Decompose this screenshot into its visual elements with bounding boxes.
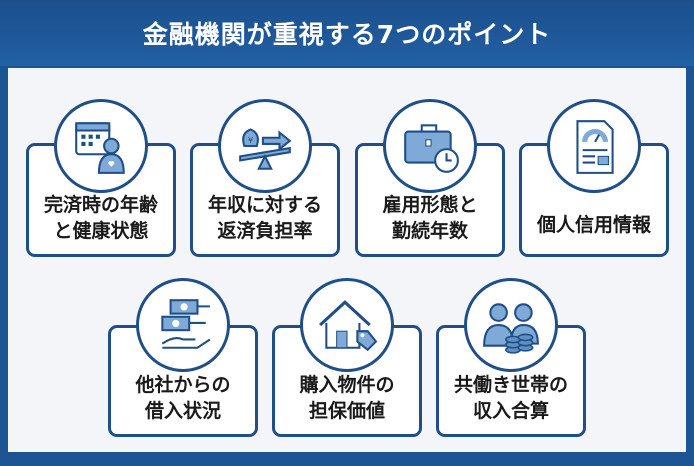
calendar-person-icon [54, 99, 148, 193]
page-title: 金融機関が重視する7つのポイント [142, 20, 552, 49]
house-tag-icon [300, 278, 394, 372]
point-label: 年収に対する 返済負担率 [207, 194, 322, 242]
point-label: 完済時の年齢 と健康状態 [43, 194, 158, 242]
header-banner: 金融機関が重視する7つのポイント [0, 0, 694, 66]
point-label: 個人信用情報 [536, 214, 651, 236]
money-balance-icon: ¥ [218, 99, 312, 193]
money-hands-icon [136, 278, 230, 372]
briefcase-clock-icon [383, 99, 477, 193]
credit-report-icon [547, 99, 641, 193]
couple-coins-icon [464, 278, 558, 372]
point-label: 雇用形態と 勤続年数 [382, 194, 478, 242]
svg-text:¥: ¥ [248, 135, 253, 145]
point-label: 購入物件の 担保価値 [299, 374, 395, 422]
point-label: 他社からの 借入状況 [135, 374, 231, 422]
point-label: 共働き世帯の 収入合算 [453, 374, 568, 422]
